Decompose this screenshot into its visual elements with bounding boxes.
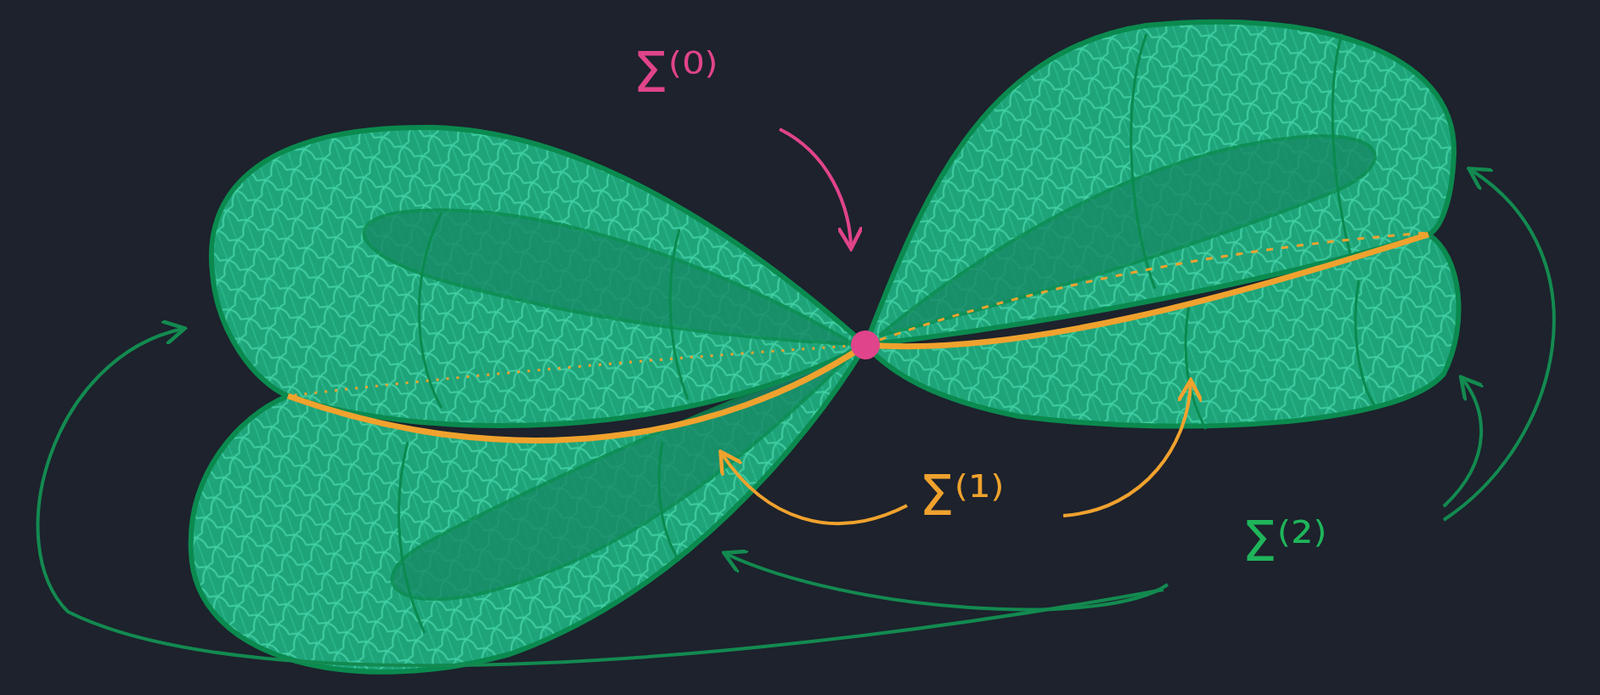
leader-arrow [1443,378,1482,507]
dotted-curve [865,232,1429,345]
leader-arrow [1063,382,1191,516]
left-inner-fold [364,209,854,344]
singular-point [850,330,880,360]
leader-arrow [1443,169,1555,520]
sigma1-curve [287,344,866,440]
leader-arrow [38,328,1164,665]
surface-label: Σ⁽²⁾ [1241,511,1328,574]
right-upper-lobe [865,22,1454,345]
dotted-curve [287,344,866,396]
mesh-ring [399,212,688,633]
right-inner-fold [878,135,1375,336]
leader-arrow [721,453,908,524]
mesh-ring [1131,33,1376,429]
surface-label: Σ⁽¹⁾ [918,465,1005,528]
left-upper-lobe [211,127,866,426]
leader-arrow [779,129,851,247]
sigma1-curve [865,234,1429,347]
surface-label: Σ⁽⁰⁾ [632,42,719,105]
